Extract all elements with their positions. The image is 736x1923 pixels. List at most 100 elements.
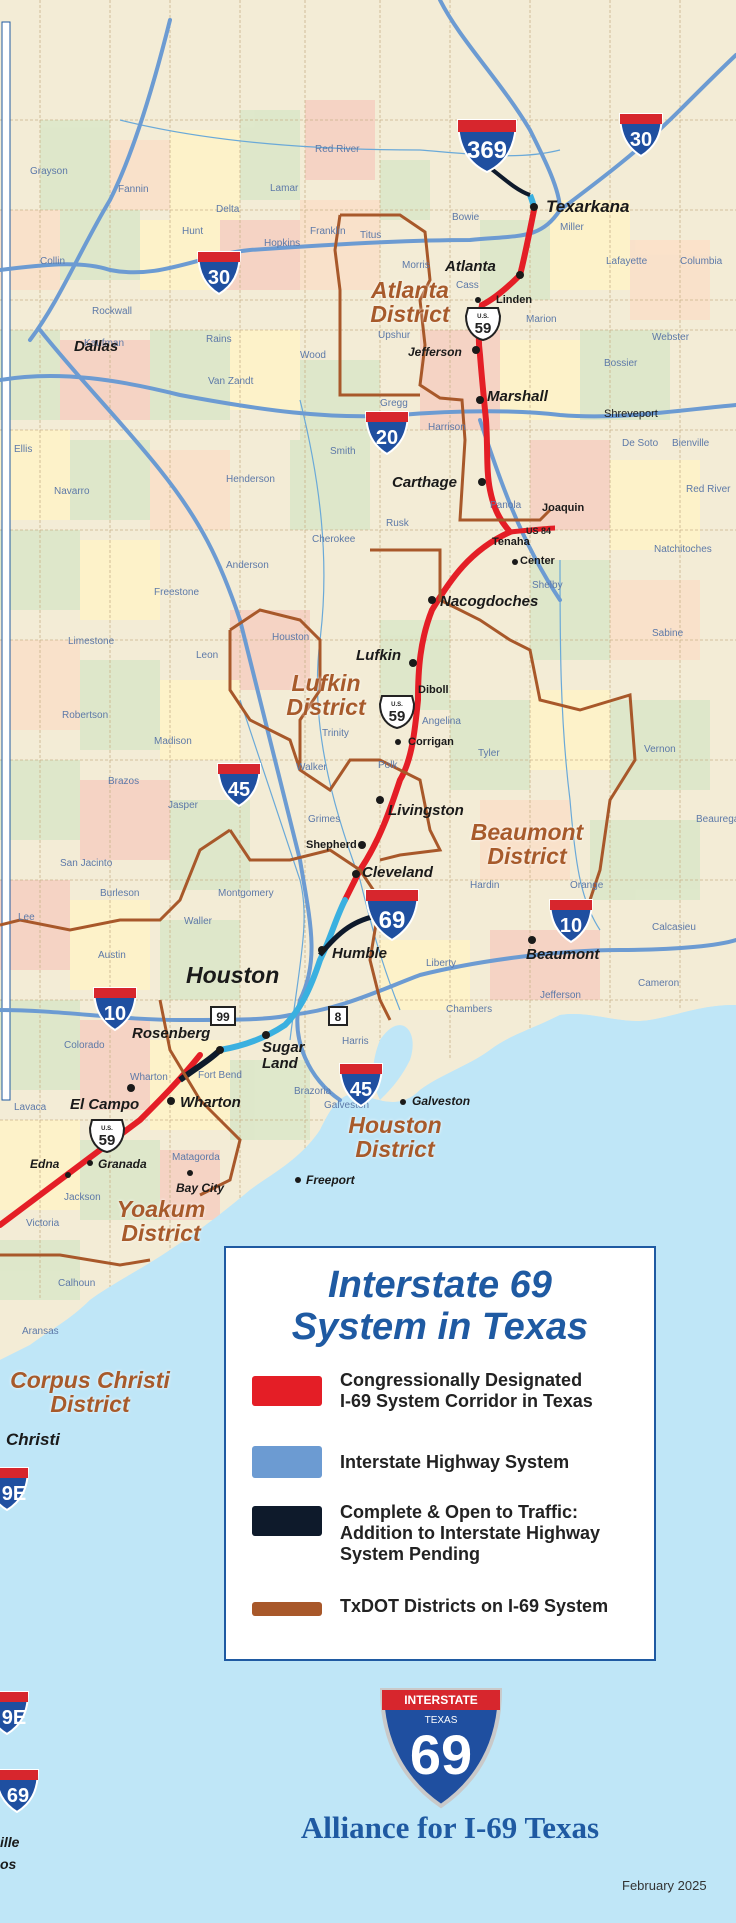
legend-swatch-corridor <box>252 1376 322 1406</box>
district-yoakum: Yoakum District <box>116 1196 206 1246</box>
county-label: Hunt <box>182 226 204 237</box>
i45-shield-mid: 45 <box>216 762 262 808</box>
city-joaquin: Joaquin <box>542 502 585 514</box>
county-label: Cherokee <box>312 534 356 545</box>
us59-shield-b: U.S.59 <box>378 694 416 730</box>
legend-swatch-interstate <box>252 1446 322 1478</box>
city-dots <box>65 203 538 1183</box>
county-label: Collin <box>40 256 66 267</box>
county-label: Wood <box>300 350 326 361</box>
county-label: Henderson <box>226 474 275 485</box>
county-label: Walker <box>296 762 327 773</box>
county-label: Lamar <box>270 183 299 194</box>
county-label: Montgomery <box>218 888 274 899</box>
city-corrigan: Corrigan <box>408 736 454 748</box>
county-label: Orange <box>570 880 604 891</box>
city-shepherd: Shepherd <box>306 839 357 851</box>
county-label: Red River <box>686 484 731 495</box>
legend-label: TxDOT Districts on I-69 System <box>340 1596 608 1617</box>
svg-text:30: 30 <box>208 267 230 289</box>
county-label: Panola <box>490 500 522 511</box>
legend-item-district: TxDOT Districts on I-69 System <box>252 1594 642 1624</box>
county-label: Kaufman <box>84 338 125 349</box>
city-cleveland: Cleveland <box>362 864 433 881</box>
county-label: Cass <box>456 280 479 291</box>
city-humble: Humble <box>332 945 388 962</box>
city-wharton: Wharton <box>180 1094 241 1111</box>
svg-text:59: 59 <box>99 1132 116 1149</box>
svg-text:8: 8 <box>335 1010 342 1024</box>
county-label: Angelina <box>422 716 461 727</box>
city-bay-city: Bay City <box>176 1181 225 1195</box>
county-label: Vernon <box>644 744 676 755</box>
legend-item-corridor: Congressionally Designated I-69 System C… <box>252 1370 642 1430</box>
legend-label-line: Complete & Open to Traffic: <box>340 1502 579 1522</box>
galveston-bay <box>373 1025 413 1100</box>
county-label: Rockwall <box>92 306 133 317</box>
svg-text:INTERSTATE: INTERSTATE <box>404 1693 478 1707</box>
city-granada: Granada <box>98 1157 147 1171</box>
county-label: Matagorda <box>172 1152 220 1163</box>
county-label: Fannin <box>118 184 149 195</box>
county-label: Limestone <box>68 636 115 647</box>
city-dallas: Dallas <box>74 338 119 355</box>
city-corpus-christi-partial: Christi <box>6 1430 60 1449</box>
svg-text:45: 45 <box>350 1079 372 1101</box>
county-label: Polk <box>378 760 398 771</box>
county-label: Rains <box>206 334 232 345</box>
county-label: Anderson <box>226 560 269 571</box>
svg-text:69: 69 <box>379 907 406 934</box>
county-label: Houston <box>272 632 310 643</box>
us84-label: US 84 <box>526 526 552 536</box>
city-atlanta: Atlanta <box>445 258 496 275</box>
district-corpus-christi: Corpus Christi District <box>10 1367 170 1417</box>
legend-swatch-district <box>252 1602 322 1616</box>
svg-text:69: 69 <box>410 1723 472 1786</box>
county-label: Harris <box>342 1036 369 1047</box>
city-shreveport: Shreveport <box>604 408 658 420</box>
svg-text:U.S.: U.S. <box>101 1126 113 1132</box>
alliance-name: Alliance for I-69 Texas <box>300 1810 600 1845</box>
svg-text:9E: 9E <box>2 1707 26 1729</box>
i45-shield-south: 45 <box>338 1062 384 1108</box>
sh8-shield: 8 <box>328 1006 348 1026</box>
i30-shield-top: 30 <box>618 112 664 158</box>
i69e-shield-top: 9E <box>0 1466 30 1512</box>
legend-label: Complete & Open to Traffic: Addition to … <box>340 1502 600 1565</box>
county-label: Columbia <box>680 256 723 267</box>
rivers <box>119 119 601 1041</box>
county-label: Gregg <box>380 398 408 409</box>
county-label: Aransas <box>22 1326 59 1337</box>
county-label: Smith <box>330 446 356 457</box>
city-sugar-land: Sugar Land <box>262 1039 305 1072</box>
map-legend: Interstate 69 System in Texas Congressio… <box>224 1246 656 1661</box>
city-texarkana: Texarkana <box>546 197 630 216</box>
svg-text:U.S.: U.S. <box>477 314 489 320</box>
county-label: Hopkins <box>264 238 301 249</box>
city-nacogdoches: Nacogdoches <box>440 593 539 610</box>
county-label: Leon <box>196 650 219 661</box>
county-label: San Jacinto <box>60 858 113 869</box>
county-label: Fort Bend <box>198 1070 242 1081</box>
shield-number: 369 <box>467 137 507 164</box>
city-edna: Edna <box>30 1157 60 1171</box>
county-label: Bienville <box>672 438 710 449</box>
svg-text:30: 30 <box>630 129 652 151</box>
city-beaumont: Beaumont <box>526 946 600 963</box>
legend-label-line: I-69 System Corridor in Texas <box>340 1391 593 1411</box>
svg-text:59: 59 <box>389 708 406 725</box>
svg-text:45: 45 <box>228 779 250 801</box>
svg-text:U.S.: U.S. <box>391 702 403 708</box>
i10-shield-east: 10 <box>548 898 594 944</box>
county-label: Beauregard <box>696 814 736 825</box>
city-carthage: Carthage <box>392 474 458 491</box>
alliance-i69-logo: INTERSTATE TEXAS 69 <box>378 1686 504 1810</box>
us59-shield-c: U.S.59 <box>88 1118 126 1154</box>
county-label: Red River <box>315 144 360 155</box>
county-label: Jefferson <box>540 990 581 1001</box>
city-marshall: Marshall <box>487 388 548 405</box>
i69-shield-bottom: 69 <box>0 1768 40 1814</box>
county-label: Titus <box>360 230 382 241</box>
legend-title-line1: Interstate 69 <box>328 1264 552 1306</box>
city-brownsville-partial: ille <box>0 1834 20 1850</box>
